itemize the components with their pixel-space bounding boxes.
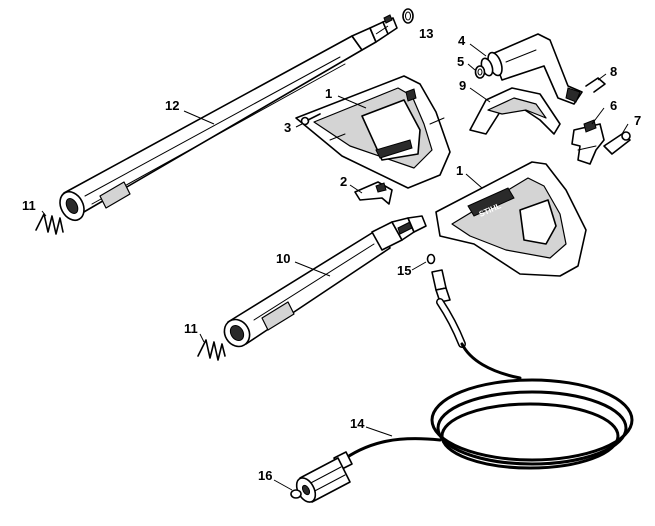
part-11-spring-upper[interactable] bbox=[35, 213, 64, 235]
callout-8: 8 bbox=[610, 64, 617, 79]
callout-2: 2 bbox=[340, 174, 347, 189]
callout-labels: 13 12 1 3 2 4 5 9 8 6 7 1 11 10 15 11 14… bbox=[22, 26, 641, 483]
callout-10: 10 bbox=[276, 251, 290, 266]
callout-11-upper: 11 bbox=[22, 198, 36, 213]
part-8-clip[interactable] bbox=[585, 77, 606, 93]
part-6-valve[interactable] bbox=[571, 119, 605, 165]
part-15-o-ring[interactable] bbox=[426, 253, 436, 265]
callout-15: 15 bbox=[397, 263, 411, 278]
leader-lines bbox=[41, 25, 629, 491]
callout-14: 14 bbox=[350, 416, 365, 431]
callout-1-front: 1 bbox=[456, 163, 463, 178]
callout-11-lower: 11 bbox=[184, 321, 198, 336]
callout-16: 16 bbox=[258, 468, 272, 483]
part-11-spring-lower[interactable] bbox=[197, 339, 226, 361]
callout-13: 13 bbox=[419, 26, 433, 41]
part-2-trigger[interactable] bbox=[354, 181, 393, 205]
part-14-hose[interactable] bbox=[333, 269, 634, 471]
part-4-bent-pipe[interactable] bbox=[479, 33, 583, 105]
hose-connector-nut[interactable] bbox=[293, 457, 351, 505]
part-1-handle-half-rear[interactable] bbox=[295, 75, 451, 189]
part-13-o-ring[interactable] bbox=[402, 8, 414, 24]
callout-4: 4 bbox=[458, 33, 466, 48]
part-12-lance-tube[interactable] bbox=[55, 14, 398, 224]
callout-6: 6 bbox=[610, 98, 617, 113]
callout-12: 12 bbox=[165, 98, 179, 113]
part-10-lower-tube[interactable] bbox=[219, 215, 427, 351]
part-3-screw[interactable] bbox=[300, 113, 321, 126]
part-9-cover[interactable] bbox=[469, 87, 561, 135]
part-1-handle-half-front[interactable]: STIHL bbox=[435, 161, 587, 277]
callout-7: 7 bbox=[634, 113, 641, 128]
part-7-pin[interactable] bbox=[603, 131, 631, 155]
part-16-o-ring[interactable] bbox=[290, 489, 302, 499]
callout-3: 3 bbox=[284, 120, 291, 135]
callout-9: 9 bbox=[459, 78, 466, 93]
part-5-o-ring[interactable] bbox=[474, 65, 486, 79]
callout-1-rear: 1 bbox=[325, 86, 332, 101]
callout-5: 5 bbox=[457, 54, 464, 69]
